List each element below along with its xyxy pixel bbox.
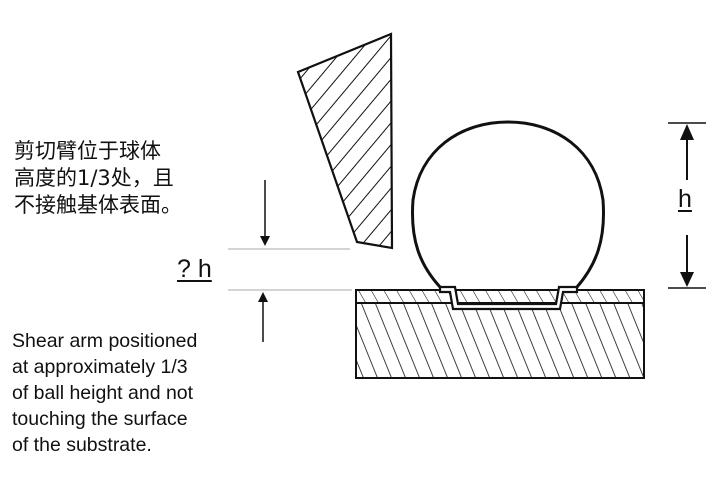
- gap-height-label: ? h: [177, 255, 212, 283]
- ball-height-label: h: [678, 185, 692, 213]
- shear-arm: [296, 32, 394, 250]
- ball-height-dimension: [668, 122, 706, 289]
- gap-dimension: [228, 180, 352, 342]
- solder-ball: [410, 120, 606, 289]
- bond-pad: [438, 285, 579, 311]
- substrate: [355, 289, 645, 379]
- chinese-caption: 剪切臂位于球体 高度的1/3处，且 不接触基体表面。: [14, 139, 182, 217]
- english-caption: Shear arm positioned at approximately 1/…: [12, 330, 198, 456]
